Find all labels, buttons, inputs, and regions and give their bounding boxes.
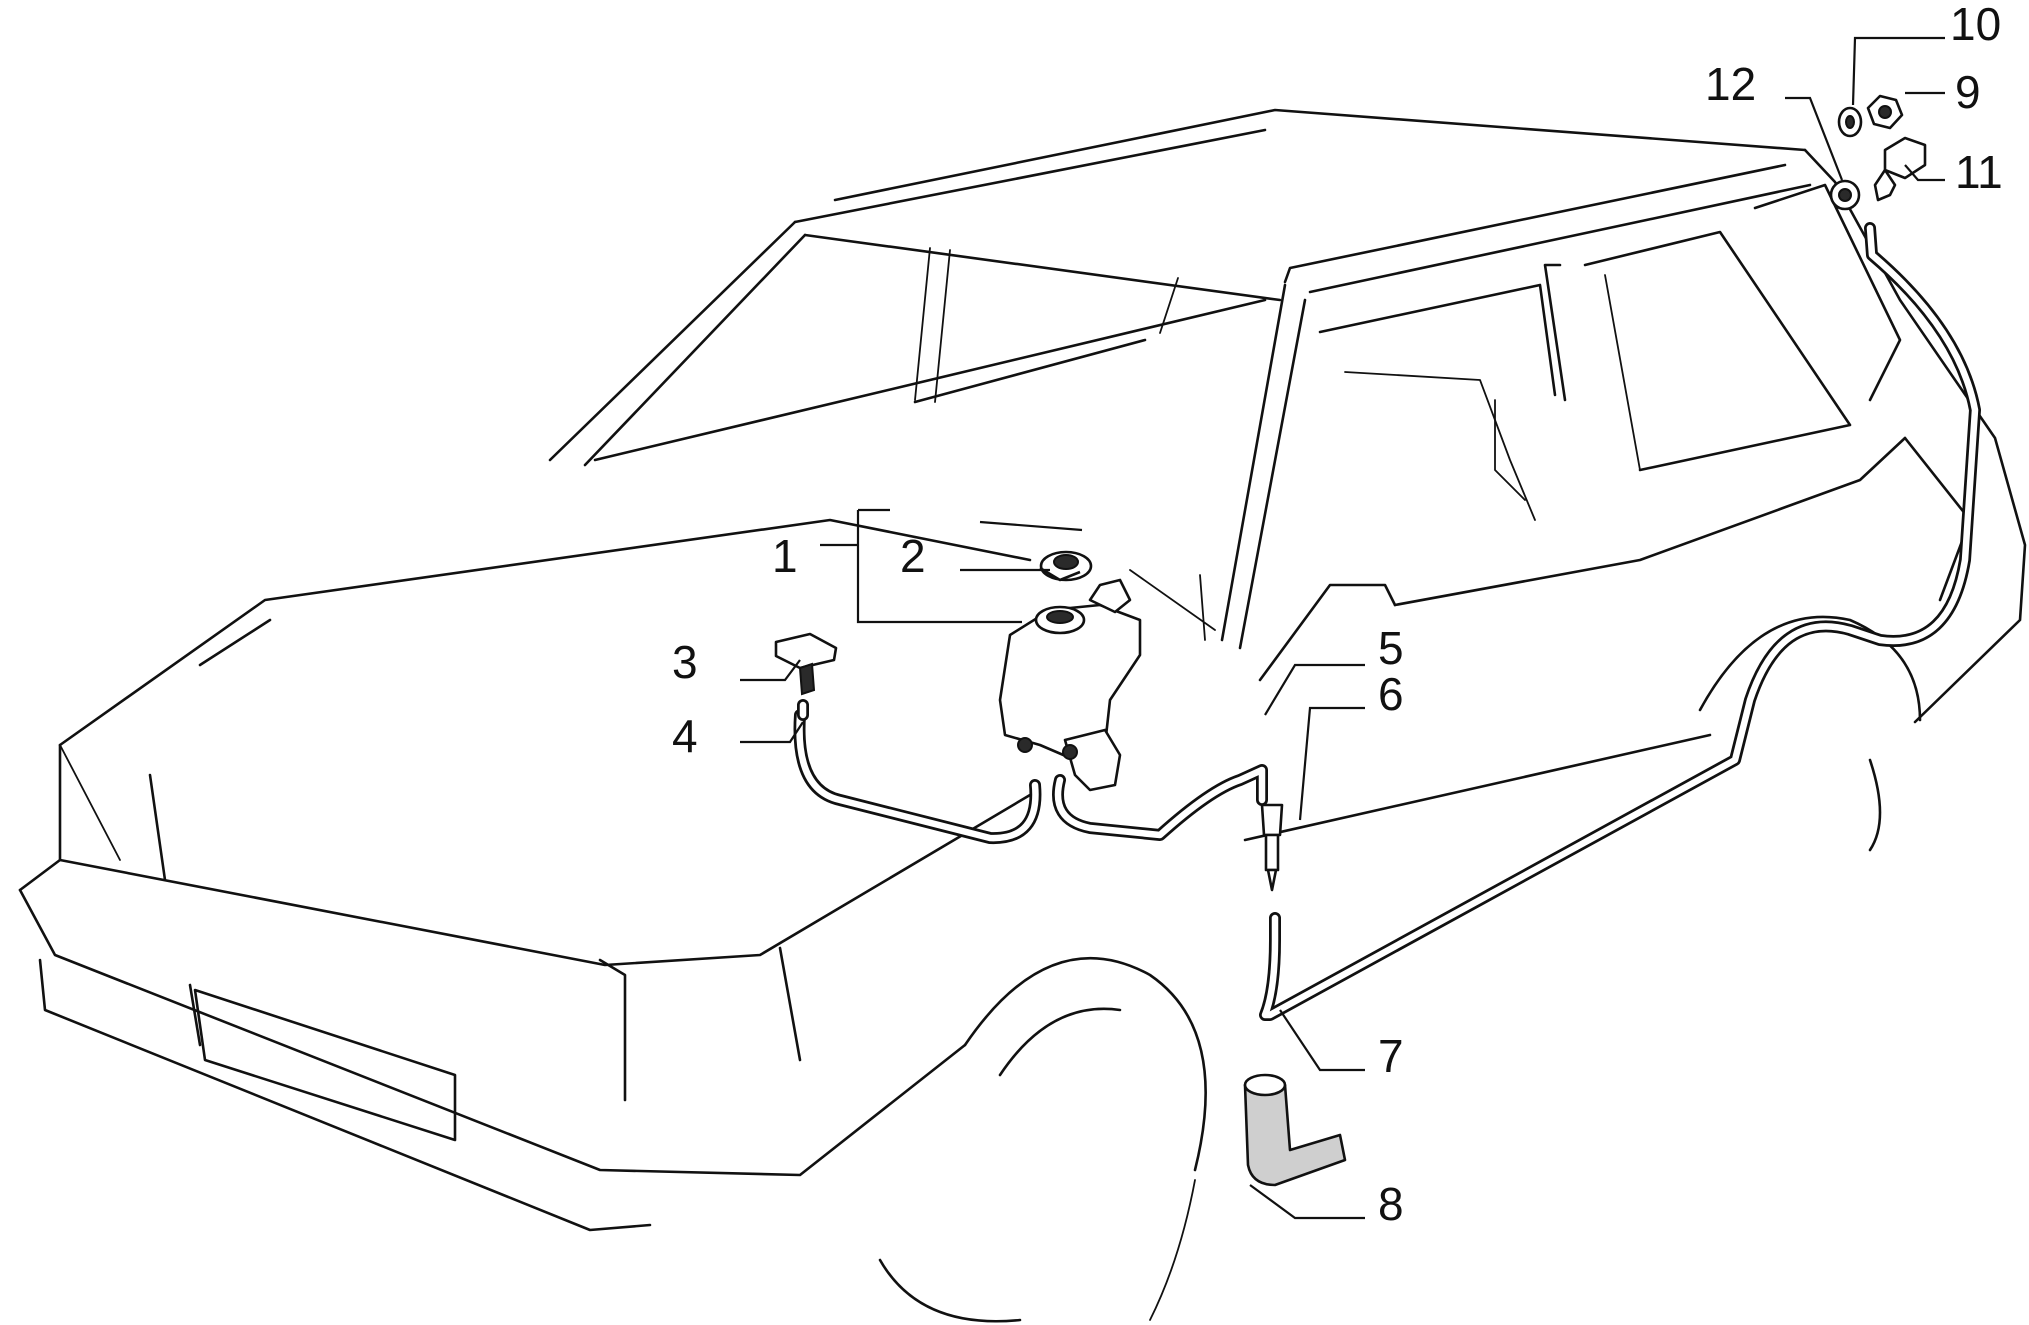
callout-3: 3	[672, 636, 698, 688]
callout-9: 9	[1955, 66, 1981, 118]
callout-11: 11	[1955, 146, 2003, 198]
callout-labels: 1 2 3 4 5 6 7 8 9 10 11 12	[672, 0, 2003, 1230]
reservoir-cap	[1039, 550, 1093, 582]
callout-10: 10	[1950, 0, 2001, 50]
leader-lines	[740, 36, 1945, 1220]
washer-nozzle	[774, 632, 838, 696]
callout-7: 7	[1378, 1030, 1404, 1082]
grommet	[1829, 179, 1861, 211]
callout-8: 8	[1378, 1178, 1404, 1230]
callout-12: 12	[1705, 58, 1756, 110]
rear-washer-jet	[1873, 136, 1927, 202]
washer-reservoir	[998, 578, 1142, 792]
nut	[1866, 94, 1904, 130]
callout-2: 2	[900, 530, 926, 582]
callout-6: 6	[1378, 668, 1404, 720]
callout-4: 4	[672, 710, 698, 762]
rubber-elbow-hose	[1243, 1073, 1347, 1187]
callout-1: 1	[772, 530, 798, 582]
car-body-outline	[18, 108, 2027, 1323]
hose-connector	[1260, 803, 1284, 892]
rear-washer-hose	[1259, 222, 1981, 1021]
callout-5: 5	[1378, 622, 1404, 674]
washer-ring	[1837, 106, 1863, 138]
front-washer-hoses	[793, 709, 1268, 845]
